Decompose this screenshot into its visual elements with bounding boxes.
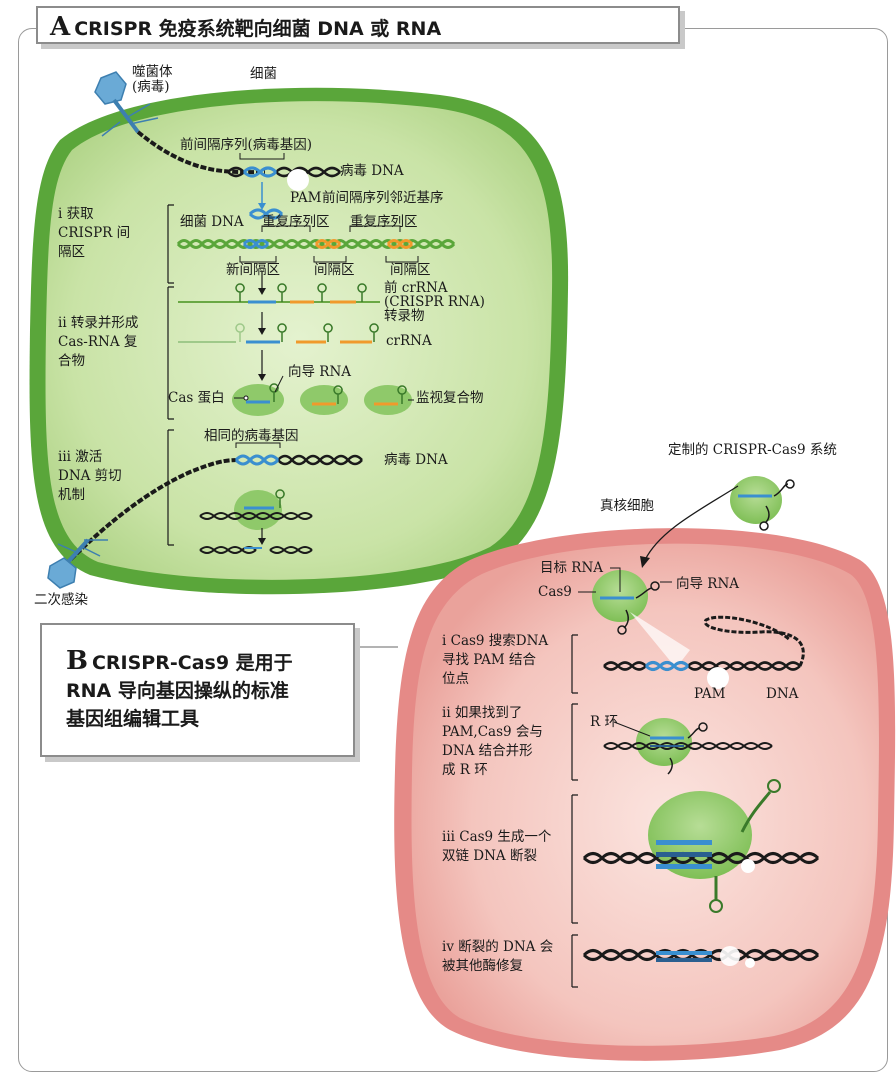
panel-b-heading-2: RNA 导向基因操纵的标准 xyxy=(66,680,289,702)
label-surveillance: 监视复合物 xyxy=(416,390,484,406)
label-guide-rna: 向导 RNA xyxy=(288,364,352,380)
label-cas-protein: Cas 蛋白 xyxy=(168,390,225,406)
label-pre-crrna: 前 crRNA xyxy=(384,280,448,296)
label-dna-b: DNA xyxy=(766,686,799,702)
step-a-i-line3: 隔区 xyxy=(58,244,85,260)
label-pre-crrna-paren: (CRISPR RNA) xyxy=(384,294,485,310)
label-pam-short: PAM xyxy=(290,190,322,206)
label-pam-b: PAM xyxy=(694,686,726,702)
label-guide-rna-b: 向导 RNA xyxy=(676,576,740,592)
step-b-iii: iii Cas9 生成一个 双链 DNA 断裂 xyxy=(442,828,551,866)
surveillance-complexes xyxy=(232,383,412,416)
crispr-array xyxy=(176,239,456,249)
step-b-i-line2: 寻找 PAM 结合 xyxy=(442,652,536,668)
crrna xyxy=(178,323,379,344)
step-b-iv-line2: 被其他酶修复 xyxy=(442,958,523,974)
double-strand-break xyxy=(582,779,820,913)
panel-a-heading: CRISPR 免疫系统靶向细菌 DNA 或 RNA xyxy=(74,18,442,40)
viral-dna-top xyxy=(227,166,341,191)
label-crrna: crRNA xyxy=(386,333,432,349)
label-r-loop: R 环 xyxy=(590,714,618,730)
step-b-ii-line3: DNA 结合并形 xyxy=(442,743,533,759)
panel-a-letter: A xyxy=(50,12,71,42)
panel-b-letter: B xyxy=(66,646,88,676)
step-a-i-line2: CRISPR 间 xyxy=(58,225,131,241)
genomic-dna xyxy=(603,615,805,689)
step-b-ii-line1: ii 如果找到了 xyxy=(442,705,523,721)
label-phage: 噬菌体 xyxy=(132,64,173,80)
label-cas9: Cas9 xyxy=(538,584,572,600)
step-b-iii-line2: 双链 DNA 断裂 xyxy=(442,848,537,864)
viral-dna-second xyxy=(234,454,363,466)
label-bacterium: 细菌 xyxy=(250,66,277,82)
cas9-complex xyxy=(592,570,690,668)
step-b-i-line3: 位点 xyxy=(442,671,469,687)
step-b-iii-line1: iii Cas9 生成一个 xyxy=(442,829,552,845)
step-a-ii: ii 转录并形成 Cas-RNA 复 合物 xyxy=(58,314,138,371)
label-same-gene: 相同的病毒基因 xyxy=(204,428,299,444)
label-repeat-1: 重复序列区 xyxy=(262,214,330,230)
label-phage-paren: (病毒) xyxy=(132,79,170,95)
label-pam-long: 前间隔序列邻近基序 xyxy=(322,190,444,206)
step-a-ii-line3: 合物 xyxy=(58,353,85,369)
label-eukaryote: 真核细胞 xyxy=(600,498,654,514)
step-b-i: i Cas9 搜索DNA 寻找 PAM 结合 位点 xyxy=(442,632,548,689)
label-target-rna: 目标 RNA xyxy=(540,560,604,576)
panel-b-heading-1: CRISPR-Cas9 是用于 xyxy=(91,652,293,674)
label-new-spacer: 新间隔区 xyxy=(226,262,280,278)
step-a-i: i 获取 CRISPR 间 隔区 xyxy=(58,205,130,262)
step-b-i-line1: i Cas9 搜索DNA xyxy=(442,633,549,649)
step-a-iii: iii 激活 DNA 剪切 机制 xyxy=(58,448,122,505)
step-b-ii-line4: 成 R 环 xyxy=(442,762,488,778)
label-viral-dna-2: 病毒 DNA xyxy=(384,452,448,468)
label-custom-system: 定制的 CRISPR-Cas9 系统 xyxy=(668,442,837,458)
label-spacer-2: 间隔区 xyxy=(390,262,431,278)
label-spacer-1: 间隔区 xyxy=(314,262,355,278)
label-bacterial-dna: 细菌 DNA xyxy=(180,214,244,230)
step-b-ii-line2: PAM,Cas9 会与 xyxy=(442,724,543,740)
step-b-iv: iv 断裂的 DNA 会 被其他酶修复 xyxy=(442,938,553,976)
step-a-iii-line3: 机制 xyxy=(58,487,85,503)
phage-icon xyxy=(94,71,159,137)
step-a-ii-line2: Cas-RNA 复 xyxy=(58,334,138,350)
step-a-ii-line1: ii 转录并形成 xyxy=(58,315,139,331)
custom-cas9-complex xyxy=(730,476,795,531)
label-viral-dna: 病毒 DNA xyxy=(340,163,404,179)
step-b-ii: ii 如果找到了 PAM,Cas9 会与 DNA 结合并形 成 R 环 xyxy=(442,704,543,780)
label-repeat-2: 重复序列区 xyxy=(350,214,418,230)
step-a-iii-line1: iii 激活 xyxy=(58,449,103,465)
label-reinfection: 二次感染 xyxy=(34,592,88,608)
panel-b-heading-3: 基因组编辑工具 xyxy=(66,708,200,730)
phage-icon-bottom xyxy=(47,538,108,589)
step-a-iii-line2: DNA 剪切 xyxy=(58,468,122,484)
step-a-i-line1: i 获取 xyxy=(58,206,94,222)
step-b-iv-line1: iv 断裂的 DNA 会 xyxy=(442,939,554,955)
pre-crrna xyxy=(178,283,380,304)
cleavage-complex xyxy=(199,489,313,554)
label-protospacer: 前间隔序列(病毒基因) xyxy=(180,137,313,153)
dna-repair xyxy=(582,946,820,968)
label-transcript: 转录物 xyxy=(384,308,425,324)
r-loop xyxy=(603,718,773,775)
